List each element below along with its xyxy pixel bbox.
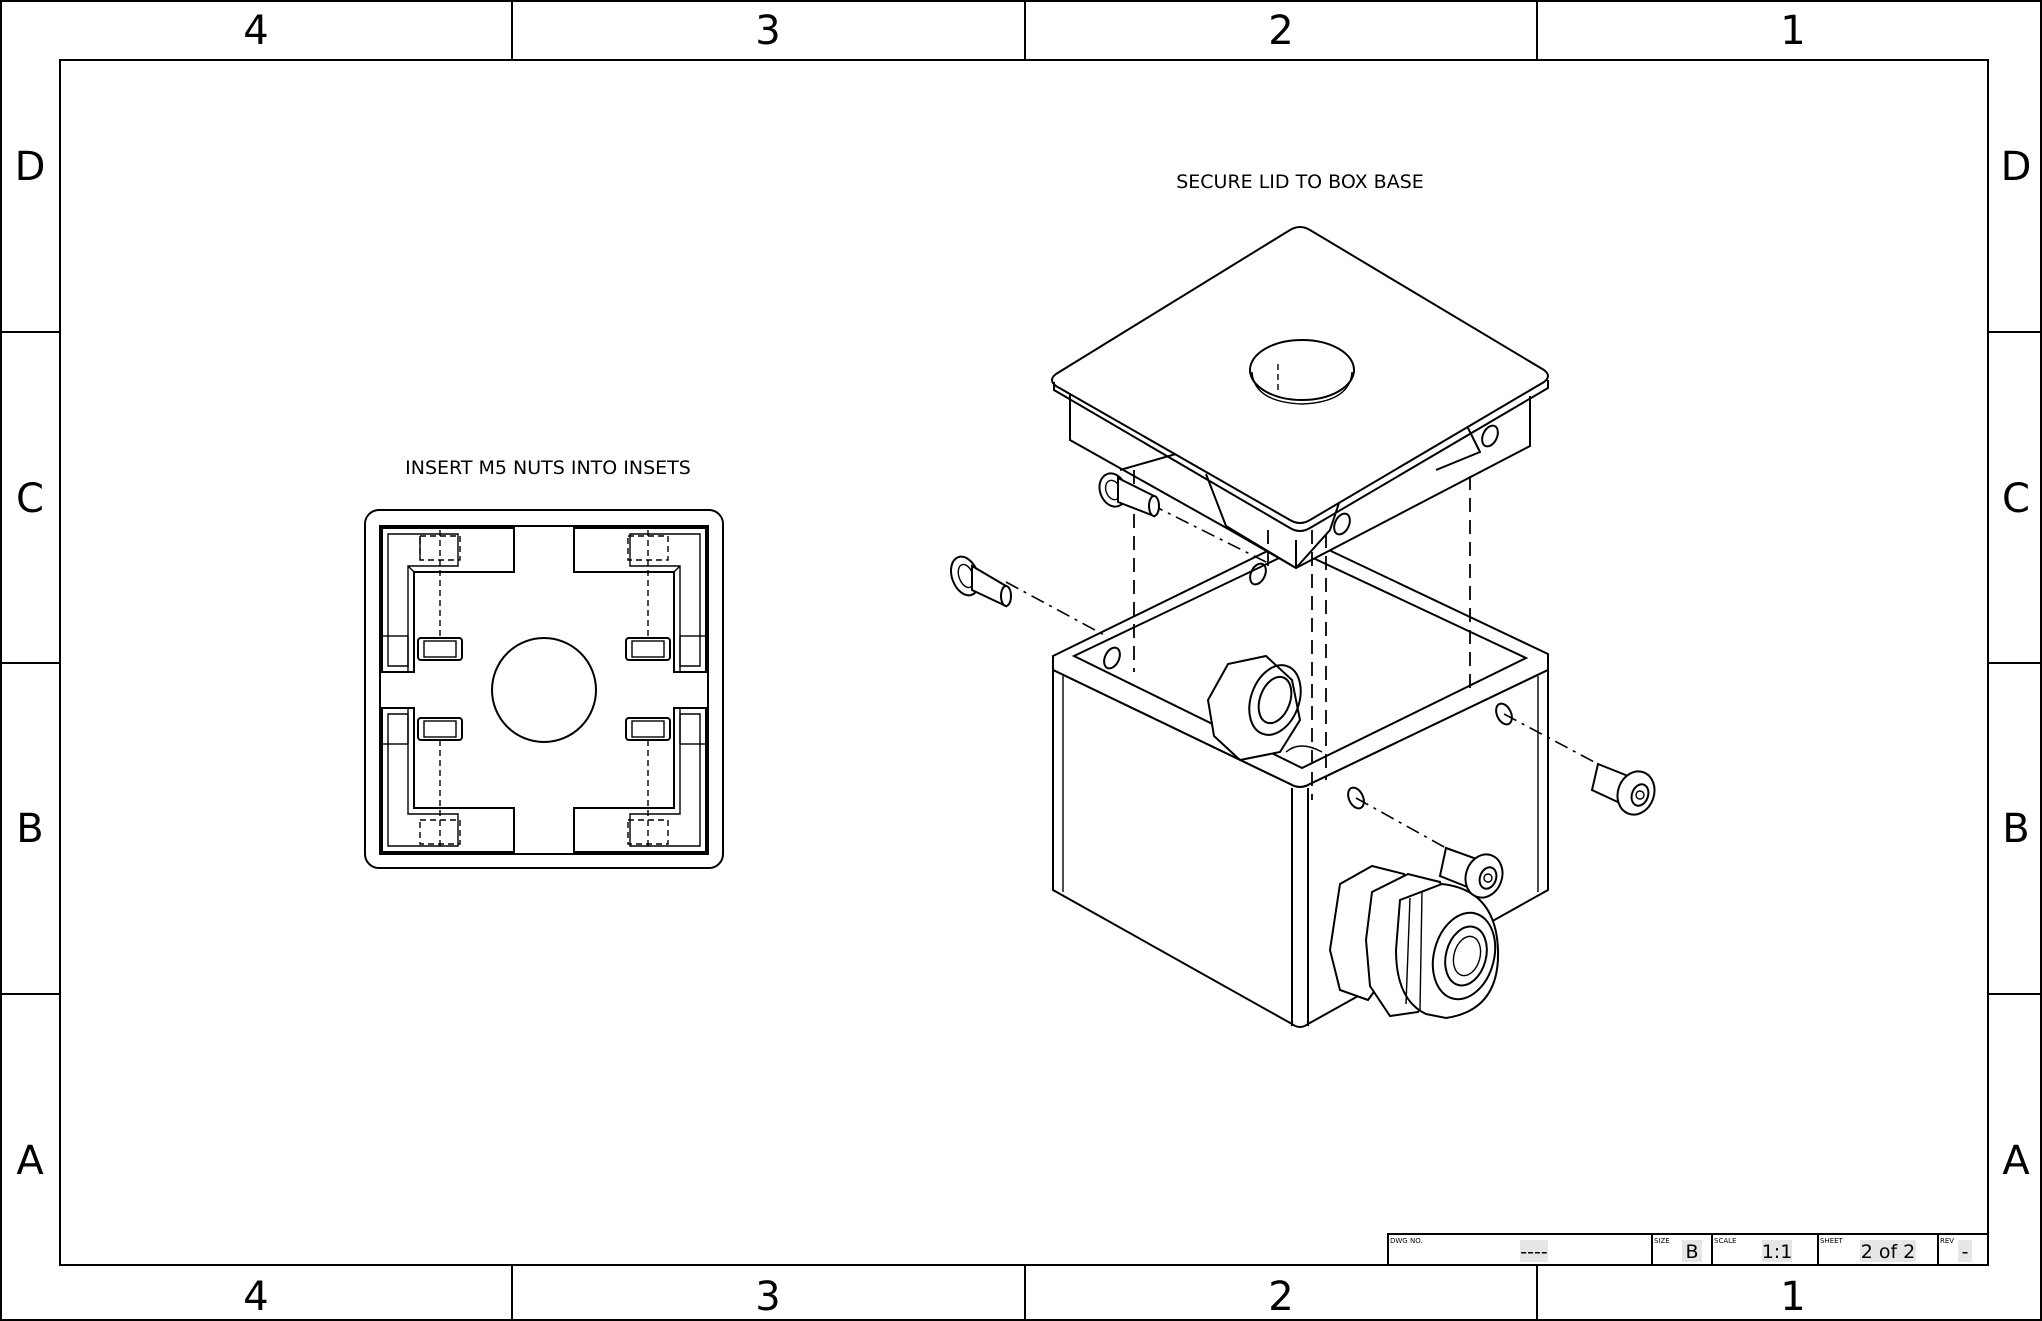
screw-upper-left [1098, 472, 1160, 518]
rev-label: REV [1940, 1237, 1954, 1245]
exploded-assembly [949, 226, 1656, 1028]
sheet-value: 2 of 2 [1861, 1241, 1916, 1263]
inset-top-left [381, 527, 515, 673]
lid-top-view [364, 509, 724, 869]
cable-gland [1328, 864, 1500, 1020]
col-label-top-4: 4 [243, 8, 268, 54]
inset-top-right [573, 527, 707, 673]
row-label-left-A: A [16, 1138, 44, 1184]
row-label-left-B: B [16, 806, 43, 852]
col-label-top-1: 1 [1780, 8, 1805, 54]
inset-bottom-right [573, 707, 707, 853]
dwg-no-label: DWG NO. [1390, 1237, 1423, 1245]
box-lid [1051, 226, 1549, 570]
inset-bottom-left [381, 707, 515, 853]
size-label: SIZE [1654, 1237, 1670, 1245]
row-label-left-D: D [15, 144, 46, 190]
left-view-note: INSERT M5 NUTS INTO INSETS [405, 457, 691, 479]
sheet-label: SHEET [1820, 1237, 1844, 1245]
lid-hole [1249, 339, 1355, 401]
alignment-lines [1005, 470, 1599, 849]
col-label-top-2: 2 [1268, 8, 1293, 54]
screw-left [949, 555, 1012, 608]
scale-value: 1:1 [1762, 1241, 1793, 1263]
cable-hole-circle [491, 637, 597, 743]
right-view-note: SECURE LID TO BOX BASE [1176, 171, 1424, 193]
rev-value: - [1962, 1241, 1969, 1263]
col-label-bottom-3: 3 [755, 1274, 780, 1320]
row-label-right-C: C [2002, 476, 2030, 522]
col-label-bottom-1: 1 [1780, 1274, 1805, 1320]
screw-right [1590, 762, 1656, 816]
col-label-bottom-2: 2 [1268, 1274, 1293, 1320]
row-label-right-D: D [2001, 144, 2032, 190]
row-label-right-A: A [2002, 1138, 2030, 1184]
screw-front [1438, 846, 1504, 899]
size-value: B [1685, 1241, 1698, 1263]
row-label-left-C: C [16, 476, 44, 522]
dwg-no-value: ---- [1520, 1241, 1547, 1263]
inner-border [59, 59, 1989, 1266]
title-block: DWG NO. ---- SIZE B SCALE 1:1 SHEET 2 of… [1387, 1233, 1989, 1266]
scale-label: SCALE [1714, 1237, 1736, 1245]
col-label-bottom-4: 4 [243, 1274, 268, 1320]
row-label-right-B: B [2002, 806, 2029, 852]
col-label-top-3: 3 [755, 8, 780, 54]
